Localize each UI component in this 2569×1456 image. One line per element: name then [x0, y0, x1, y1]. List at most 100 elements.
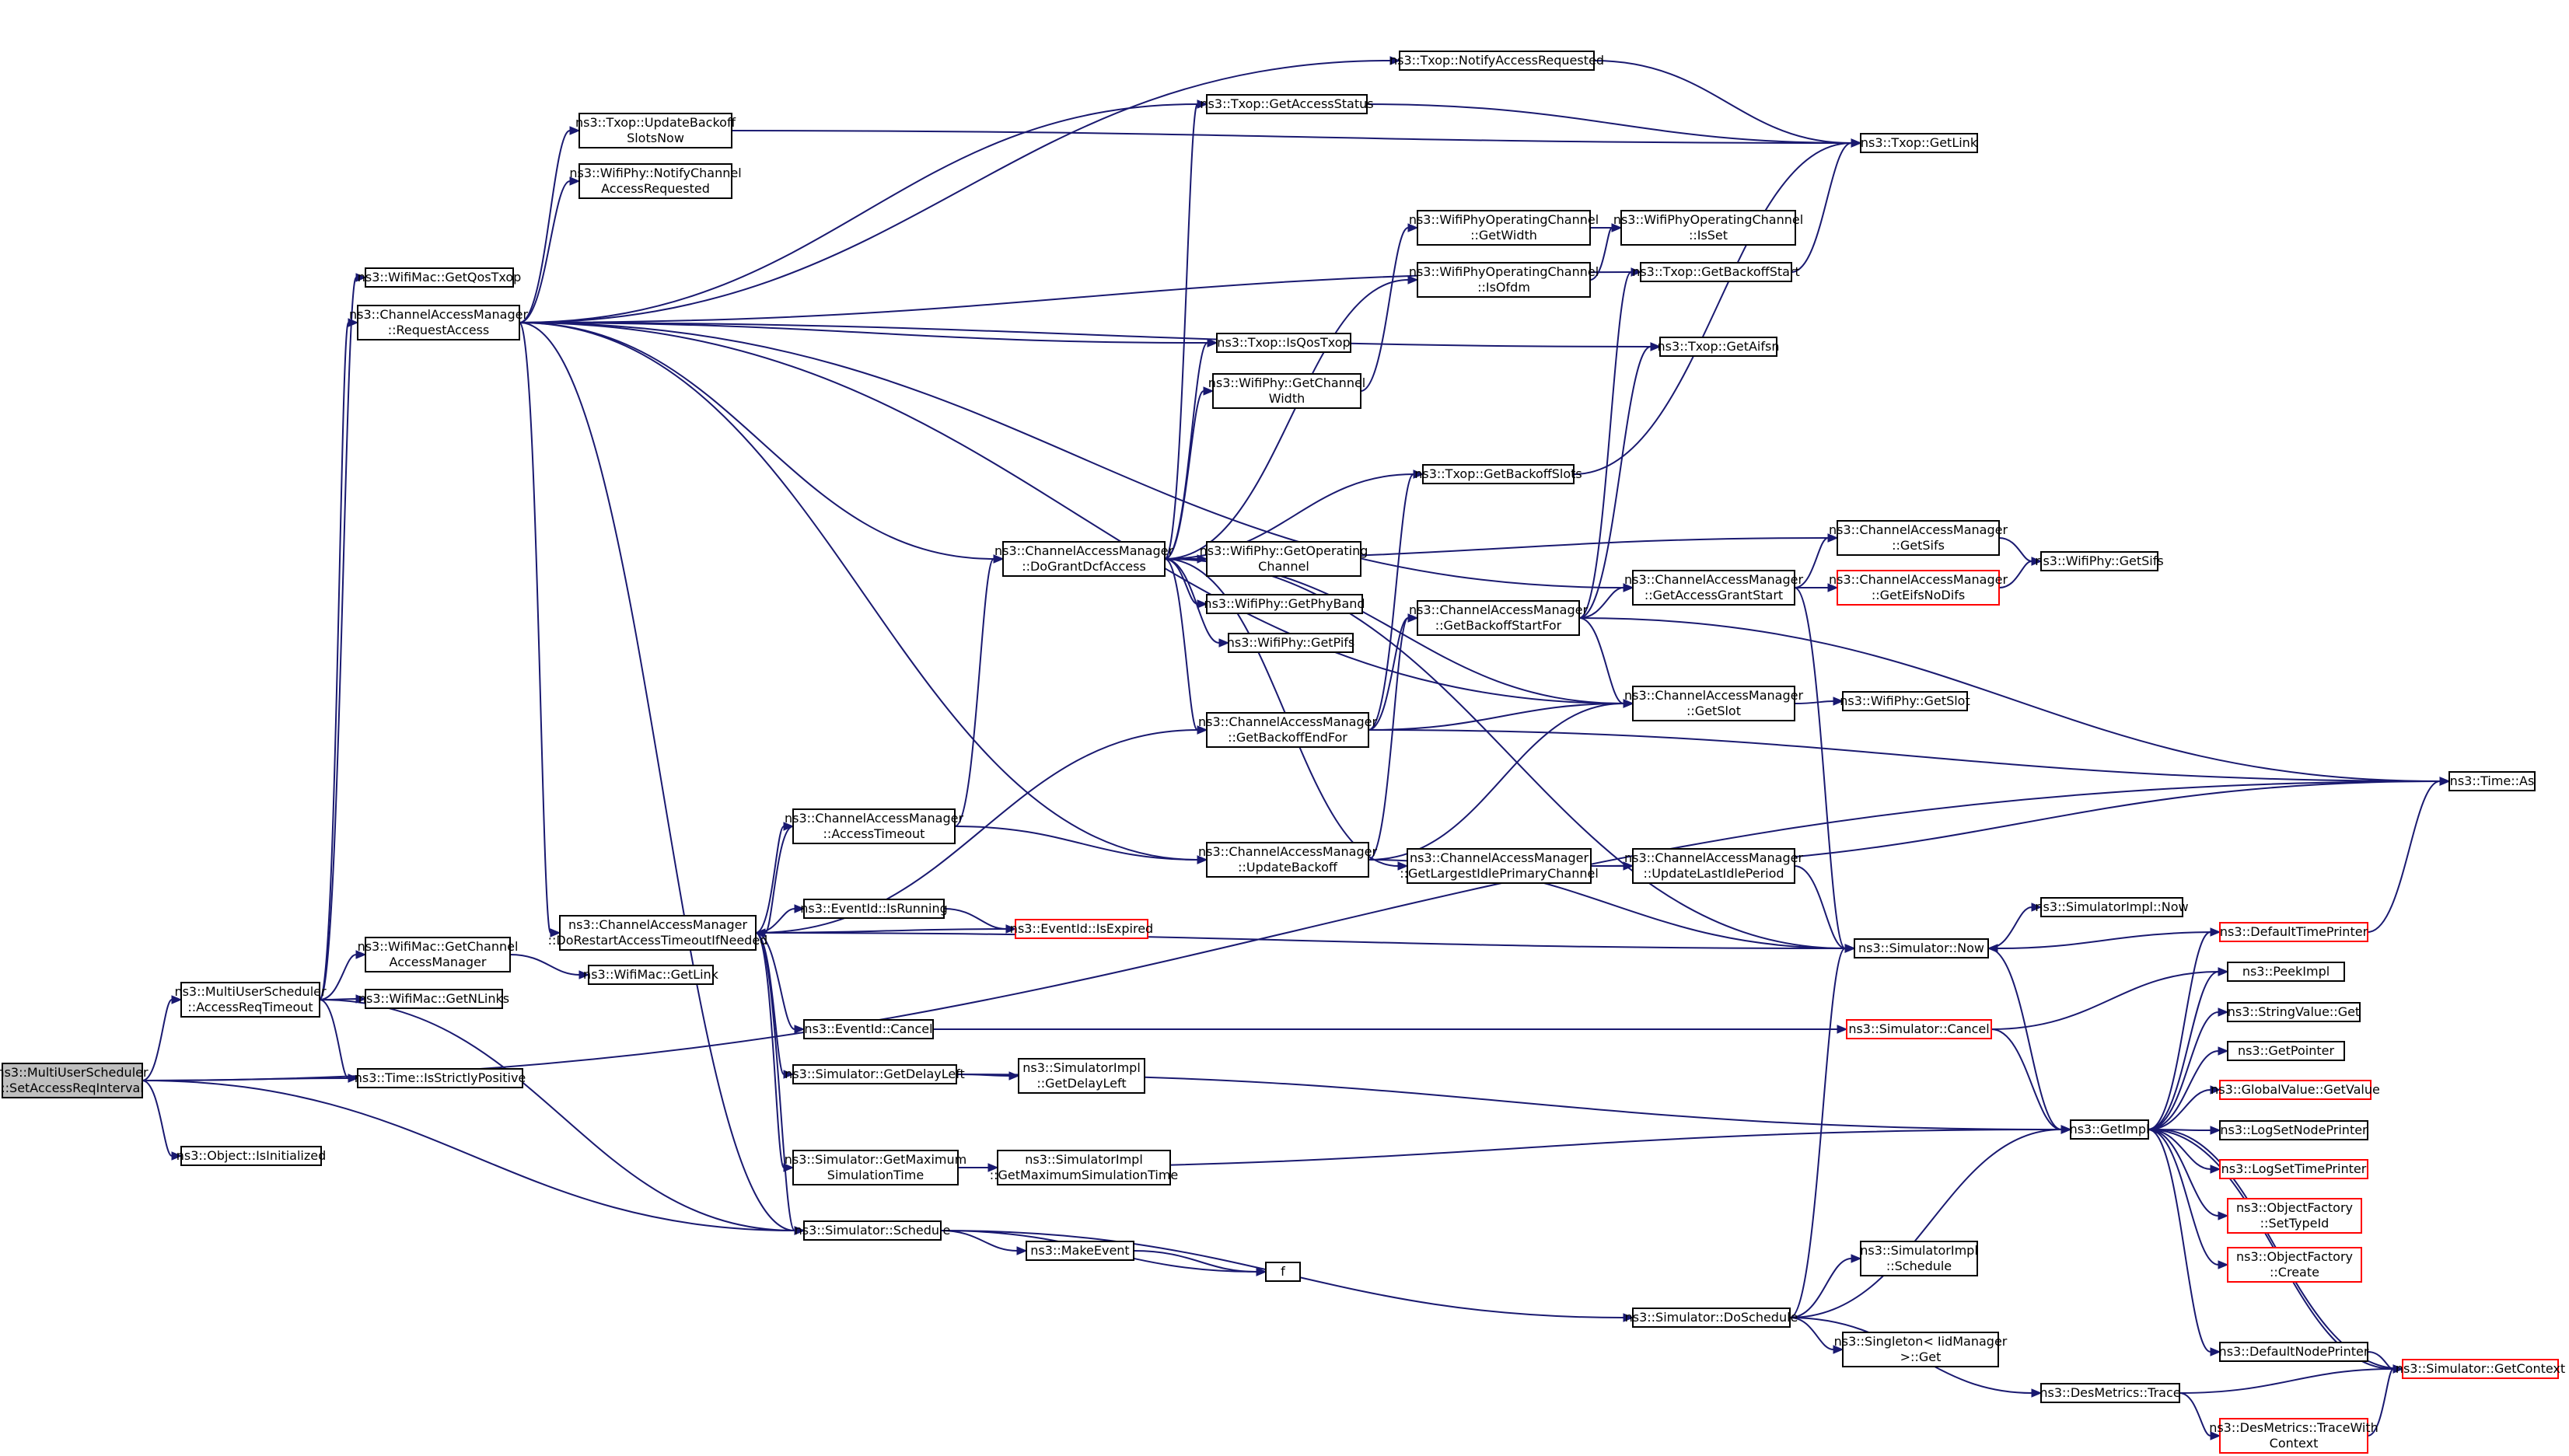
graph-node-get-phy-band[interactable]: ns3::WifiPhy::GetPhyBand	[1204, 594, 1365, 614]
graph-node-obj-factory-set-type-id[interactable]: ns3::ObjectFactory::SetTypeId	[2227, 1198, 2362, 1234]
node-label: ns3::EventId::IsRunning	[800, 901, 948, 916]
graph-node-impl-schedule[interactable]: ns3::SimulatorImpl::Schedule	[1860, 1241, 1978, 1276]
node-box	[792, 808, 956, 844]
graph-node-make-event[interactable]: ns3::MakeEvent	[1026, 1241, 1134, 1261]
call-edge-arrowhead	[1197, 855, 1208, 864]
graph-node-f[interactable]: f	[1265, 1262, 1301, 1282]
graph-node-get-aifsn[interactable]: ns3::Txop::GetAifsn	[1658, 337, 1780, 357]
graph-node-get-qos-txop[interactable]: ns3::WifiMac::GetQosTxop	[358, 267, 522, 288]
graph-node-request-access[interactable]: ns3::ChannelAccessManager::RequestAccess	[349, 305, 528, 340]
graph-node-des-trace[interactable]: ns3::DesMetrics::Trace	[2039, 1383, 2181, 1403]
graph-node-op-ch-get-width[interactable]: ns3::WifiPhyOperatingChannel::GetWidth	[1409, 210, 1599, 246]
graph-node-sim-now[interactable]: ns3::Simulator::Now	[1854, 938, 1989, 958]
node-box	[578, 113, 732, 148]
call-edge	[1998, 560, 2032, 588]
graph-node-get-context[interactable]: ns3::Simulator::GetContext	[2396, 1359, 2565, 1379]
call-edge	[1987, 948, 2062, 1130]
call-edge	[1998, 537, 2032, 562]
graph-node-update-backoff[interactable]: ns3::ChannelAccessManager::UpdateBackoff	[1198, 842, 1377, 878]
call-edge-arrowhead	[2210, 1347, 2221, 1356]
graph-node-log-set-time-printer[interactable]: ns3::LogSetTimePrinter	[2219, 1159, 2368, 1179]
graph-node-default-node-printer[interactable]: ns3::DefaultNodePrinter	[2219, 1342, 2369, 1362]
graph-node-get-n-links[interactable]: ns3::WifiMac::GetNLinks	[358, 989, 509, 1009]
node-box	[365, 989, 503, 1009]
graph-node-is-strictly-positive[interactable]: ns3::Time::IsStrictlyPositive	[355, 1068, 526, 1088]
graph-node-get-link-mac[interactable]: ns3::WifiMac::GetLink	[583, 965, 719, 985]
graph-node-get-backoff-slots[interactable]: ns3::Txop::GetBackoffSlots	[1414, 464, 1582, 484]
graph-node-get-backoff-start-for[interactable]: ns3::ChannelAccessManager::GetBackoffSta…	[1409, 600, 1588, 636]
node-label: ::GetBackoffStartFor	[1435, 618, 1562, 633]
graph-node-log-set-node-printer[interactable]: ns3::LogSetNodePrinter	[2219, 1120, 2368, 1140]
graph-node-sim-impl-now[interactable]: ns3::SimulatorImpl::Now	[2035, 897, 2189, 917]
graph-node-op-ch-is-set[interactable]: ns3::WifiPhyOperatingChannel::IsSet	[1613, 210, 1803, 246]
graph-node-cam-get-sifs[interactable]: ns3::ChannelAccessManager::GetSifs	[1829, 520, 2008, 556]
node-box	[2227, 1198, 2362, 1234]
graph-node-default-time-printer[interactable]: ns3::DefaultTimePrinter	[2219, 922, 2368, 942]
graph-node-get-impl[interactable]: ns3::GetImpl	[2070, 1119, 2150, 1140]
graph-node-get-backoff-start[interactable]: ns3::Txop::GetBackoffStart	[1632, 262, 1800, 282]
graph-node-get-backoff-end-for[interactable]: ns3::ChannelAccessManager::GetBackoffEnd…	[1198, 712, 1377, 748]
graph-node-update-last-idle[interactable]: ns3::ChannelAccessManager::UpdateLastIdl…	[1624, 848, 1803, 884]
call-edge	[1593, 60, 1852, 144]
graph-node-phy-get-sifs[interactable]: ns3::WifiPhy::GetSifs	[2035, 551, 2164, 571]
graph-node-get-max-sim-time[interactable]: ns3::Simulator::GetMaximumSimulationTime	[785, 1150, 967, 1185]
node-label: ns3::ChannelAccessManager	[1624, 572, 1803, 587]
graph-node-do-grant-dcf-access[interactable]: ns3::ChannelAccessManager::DoGrantDcfAcc…	[994, 541, 1173, 577]
graph-node-do-restart[interactable]: ns3::ChannelAccessManager::DoRestartAcce…	[548, 915, 768, 951]
node-box	[997, 1150, 1171, 1185]
graph-node-get-access-status[interactable]: ns3::Txop::GetAccessStatus	[1200, 94, 1374, 114]
call-edge-arrowhead	[794, 1025, 806, 1034]
call-edge-arrowhead	[1197, 725, 1208, 735]
graph-node-sim-cancel[interactable]: ns3::Simulator::Cancel	[1846, 1019, 1992, 1039]
graph-node-singleton-get[interactable]: ns3::Singleton< IidManager>::Get	[1834, 1332, 2008, 1367]
graph-node-is-expired[interactable]: ns3::EventId::IsExpired	[1010, 919, 1153, 939]
call-edge-arrowhead	[1851, 138, 1862, 148]
graph-node-access-timeout[interactable]: ns3::ChannelAccessManager::AccessTimeout	[785, 808, 963, 844]
node-label: ns3::SimulatorImpl	[1022, 1060, 1141, 1075]
graph-node-notify-access-requested[interactable]: ns3::Txop::NotifyAccessRequested	[1389, 51, 1604, 71]
graph-node-peek-impl[interactable]: ns3::PeekImpl	[2227, 962, 2345, 982]
call-edge-arrowhead	[1197, 100, 1208, 109]
graph-node-global-value-get-value[interactable]: ns3::GlobalValue::GetValue	[2211, 1080, 2380, 1100]
call-edge	[519, 322, 1624, 588]
graph-node-sim-schedule[interactable]: ns3::Simulator::Schedule	[795, 1220, 951, 1241]
graph-node-get-pointer[interactable]: ns3::GetPointer	[2227, 1041, 2345, 1061]
graph-node-string-value-get[interactable]: ns3::StringValue::Get	[2227, 1002, 2361, 1022]
graph-node-do-schedule[interactable]: ns3::Simulator::DoSchedule	[1625, 1308, 1798, 1328]
call-edge	[1368, 729, 2441, 782]
graph-node-get-pifs[interactable]: ns3::WifiPhy::GetPifs	[1227, 633, 1355, 653]
graph-node-event-cancel[interactable]: ns3::EventId::Cancel	[803, 1019, 934, 1039]
graph-node-is-initialized[interactable]: ns3::Object::IsInitialized	[177, 1146, 327, 1166]
graph-node-notify-channel-access-requested[interactable]: ns3::WifiPhy::NotifyChannelAccessRequest…	[569, 163, 742, 199]
node-label: ns3::ObjectFactory	[2236, 1249, 2353, 1264]
graph-node-op-ch-is-ofdm[interactable]: ns3::WifiPhyOperatingChannel::IsOfdm	[1409, 262, 1599, 298]
graph-node-cam-get-slot[interactable]: ns3::ChannelAccessManager::GetSlot	[1624, 686, 1803, 721]
call-edge-arrowhead	[2218, 967, 2229, 976]
graph-node-impl-get-delay-left[interactable]: ns3::SimulatorImpl::GetDelayLeft	[1018, 1058, 1145, 1094]
call-edge	[1573, 142, 1852, 475]
graph-node-impl-get-max-sim-time[interactable]: ns3::SimulatorImpl::GetMaximumSimulation…	[990, 1150, 1179, 1185]
graph-node-time-as[interactable]: ns3::Time::As	[2448, 771, 2536, 791]
node-box	[2219, 1159, 2368, 1179]
graph-node-get-largest-idle[interactable]: ns3::ChannelAccessManager::GetLargestIdl…	[1400, 848, 1599, 884]
graph-node-txop-get-link[interactable]: ns3::Txop::GetLink	[1860, 133, 1978, 153]
graph-node-root[interactable]: ns3::MultiUserScheduler::SetAccessReqInt…	[0, 1063, 149, 1098]
graph-node-is-qos-txop[interactable]: ns3::Txop::IsQosTxop	[1216, 333, 1351, 353]
graph-node-get-access-grant-start[interactable]: ns3::ChannelAccessManager::GetAccessGran…	[1624, 570, 1803, 606]
node-label: ns3::Simulator::Schedule	[795, 1223, 951, 1238]
graph-node-get-eifs-no-difs[interactable]: ns3::ChannelAccessManager::GetEifsNoDifs	[1829, 570, 2008, 606]
graph-node-get-delay-left[interactable]: ns3::Simulator::GetDelayLeft	[785, 1064, 965, 1084]
call-edge	[519, 322, 1652, 347]
graph-node-access-req-timeout[interactable]: ns3::MultiUserScheduler::AccessReqTimeou…	[174, 982, 327, 1018]
graph-node-is-running[interactable]: ns3::EventId::IsRunning	[800, 899, 948, 919]
graph-node-obj-factory-create[interactable]: ns3::ObjectFactory::Create	[2227, 1247, 2362, 1283]
node-label: ns3::ChannelAccessManager	[1198, 844, 1377, 859]
call-edge-arrowhead	[348, 318, 359, 327]
graph-node-phy-get-slot[interactable]: ns3::WifiPhy::GetSlot	[1840, 691, 1970, 711]
call-edge-arrowhead	[348, 1074, 359, 1083]
